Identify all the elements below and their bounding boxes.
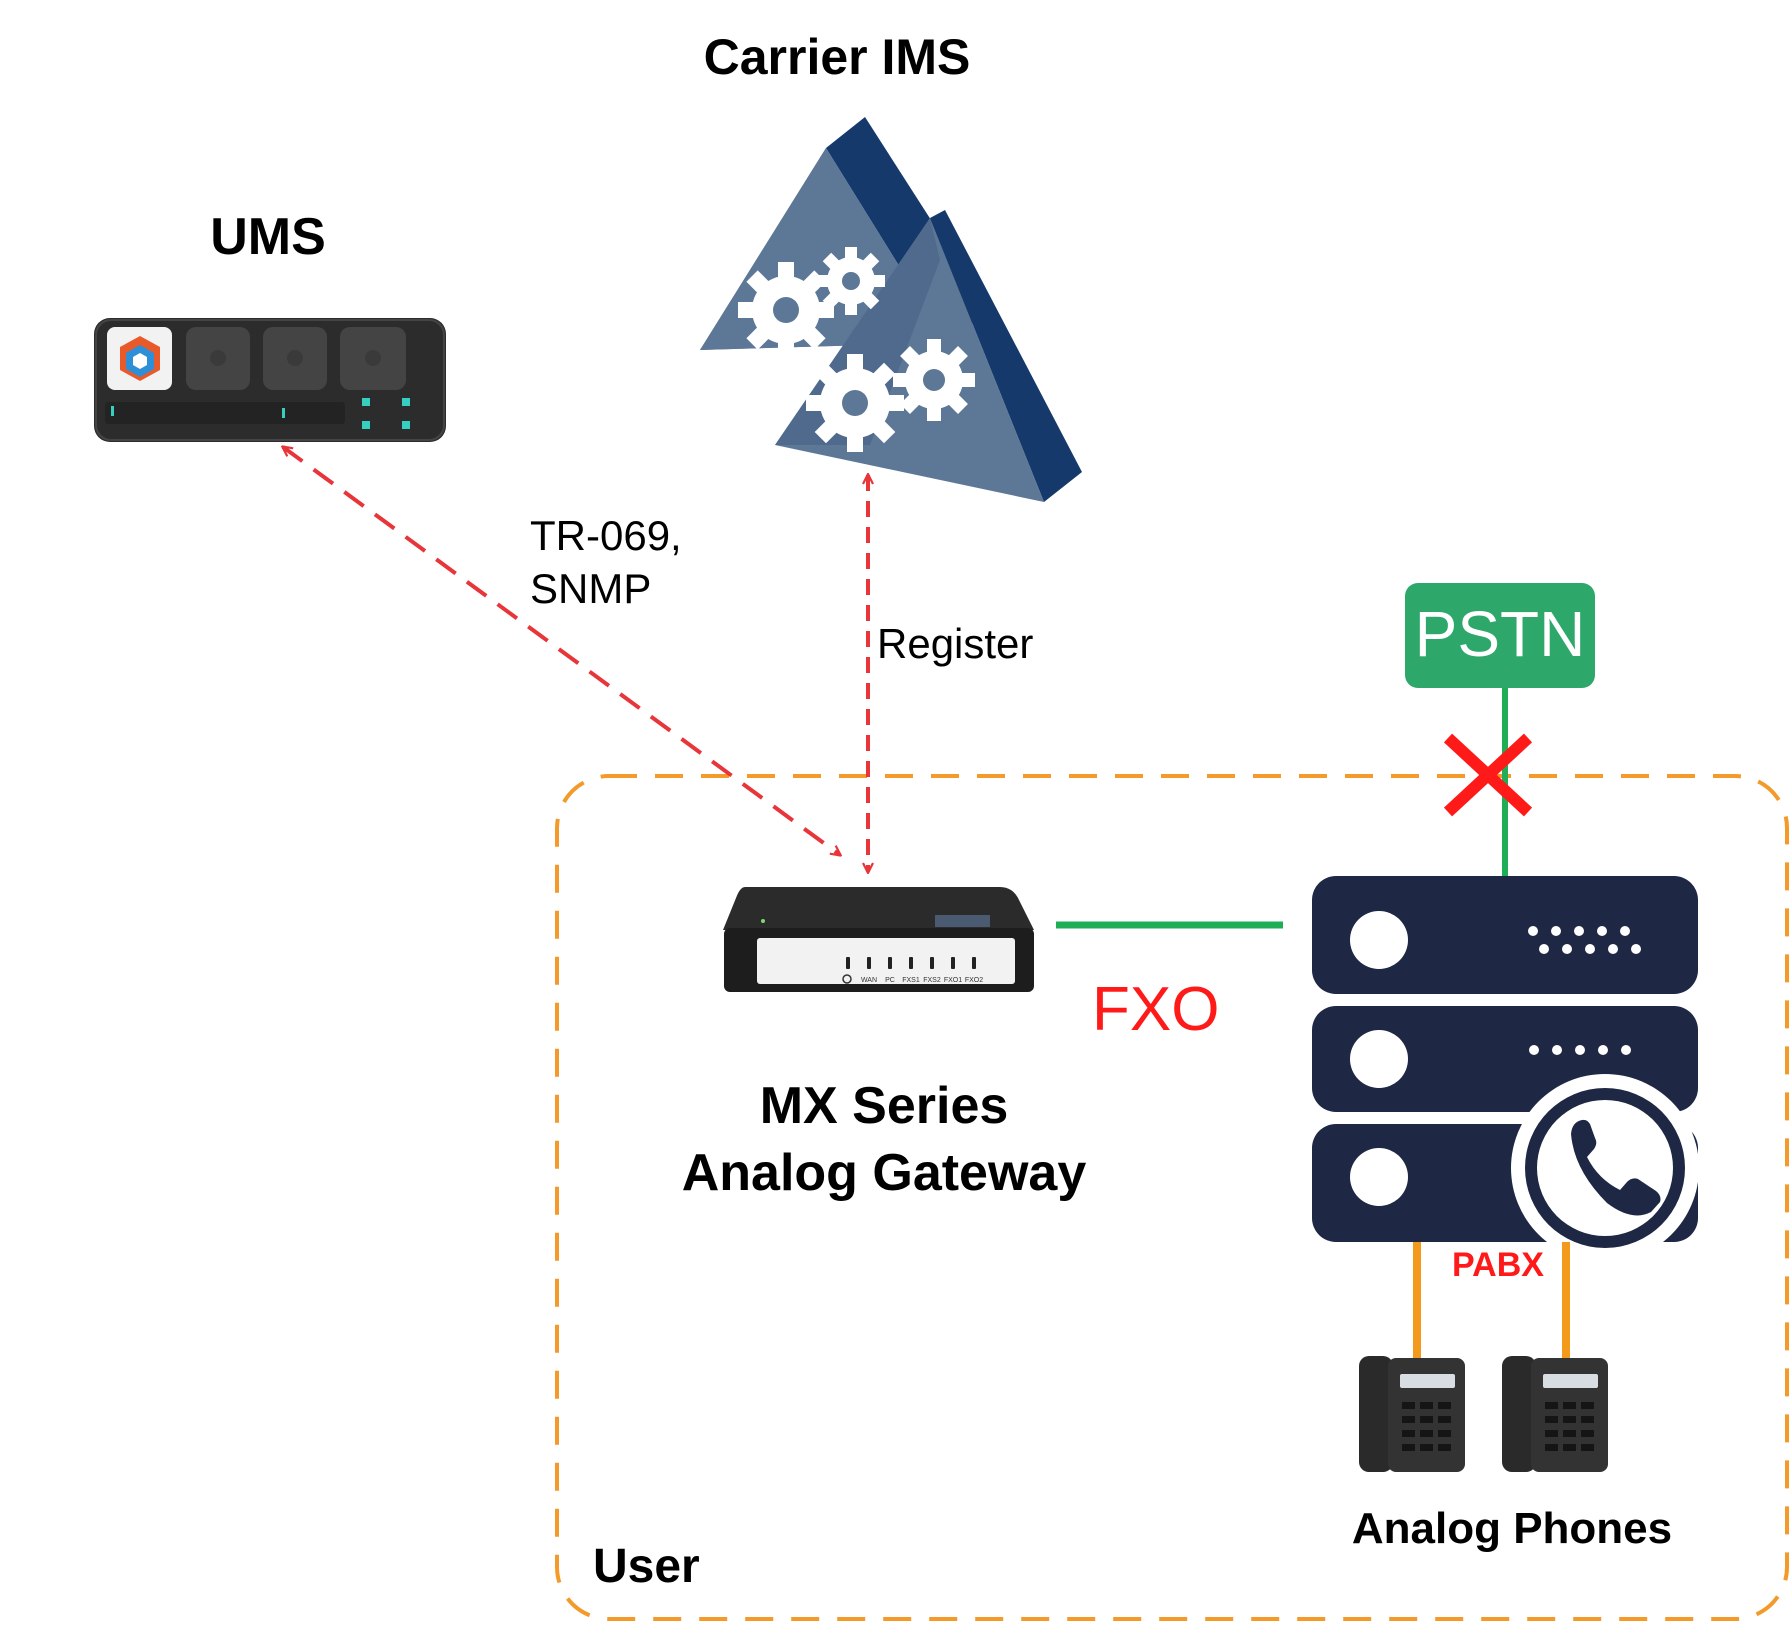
gear-icon: [893, 339, 975, 421]
ums-label: UMS: [210, 208, 326, 266]
analog-phone-icon: [1502, 1356, 1608, 1472]
phone-handset-icon: [1571, 1119, 1661, 1216]
snmp-label: SNMP: [530, 565, 651, 612]
blocked-x-icon: [1443, 733, 1533, 817]
user-zone-label: User: [593, 1540, 700, 1593]
user-zone-boundary: [555, 774, 1789, 1621]
gear-icon: [738, 262, 834, 358]
carrier-ims-label: Carrier IMS: [704, 29, 971, 85]
port-label: PC: [885, 977, 895, 984]
ums-logo-icon: [120, 336, 160, 381]
pabx-label: PABX: [1452, 1246, 1544, 1284]
ums-server-icon: [94, 318, 446, 442]
analog-phone-icon: [1359, 1356, 1465, 1472]
fxo-label: FXO: [1092, 975, 1219, 1044]
tr069-label: TR-069,: [530, 512, 682, 559]
gateway-device-icon: WAN PC FXS1 FXS2 FXO1 FXO2: [723, 887, 1034, 992]
gateway-label-line2: Analog Gateway: [682, 1144, 1087, 1202]
pstn-label: PSTN: [1415, 598, 1586, 670]
gear-icon: [817, 247, 885, 315]
gear-icon: [806, 354, 904, 452]
ums-gateway-link: [283, 447, 840, 855]
pstn-node: [1405, 583, 1595, 688]
port-label: FXO2: [965, 977, 983, 984]
port-label: FXO1: [944, 977, 962, 984]
analog-phones-label: Analog Phones: [1352, 1504, 1672, 1553]
port-label: FXS1: [902, 977, 920, 984]
pabx-server-icon: [1312, 876, 1699, 1262]
port-label: FXS2: [923, 977, 941, 984]
gateway-label-line1: MX Series: [760, 1077, 1009, 1135]
port-label: WAN: [861, 977, 877, 984]
register-label: Register: [877, 620, 1033, 667]
